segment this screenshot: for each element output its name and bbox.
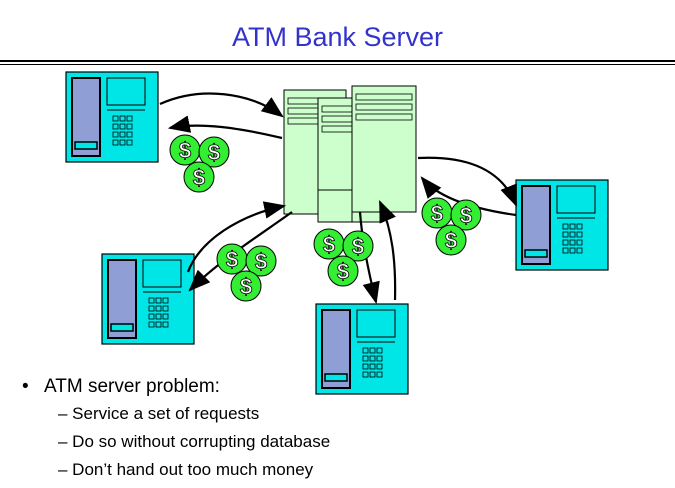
sub-bullet: – Service a set of requests — [58, 404, 260, 423]
atm-terminal-icon — [515, 179, 609, 271]
bullet-list: • ATM server problem: – Service a set of … — [22, 374, 330, 484]
dollar-coin-icon — [216, 243, 277, 302]
atm-terminal-icon — [65, 71, 159, 163]
dollar-coin-icon — [313, 228, 374, 287]
bullet-dot: • — [22, 376, 29, 397]
sub-bullet: – Don’t hand out too much money — [58, 460, 314, 479]
bullet-main: • ATM server problem: — [22, 374, 330, 400]
bullet-main-text: ATM server problem: — [44, 376, 220, 397]
slide-title: ATM Bank Server — [231, 22, 444, 52]
dollar-coin-icon — [169, 134, 230, 193]
atm-terminal-icon — [101, 253, 195, 345]
sub-bullet: – Do so without corrupting database — [58, 432, 331, 451]
dollar-coin-icon — [421, 197, 482, 256]
title-rule-thin — [0, 64, 675, 65]
title-rule-thick — [0, 60, 675, 62]
server-tower-icon — [283, 85, 417, 223]
